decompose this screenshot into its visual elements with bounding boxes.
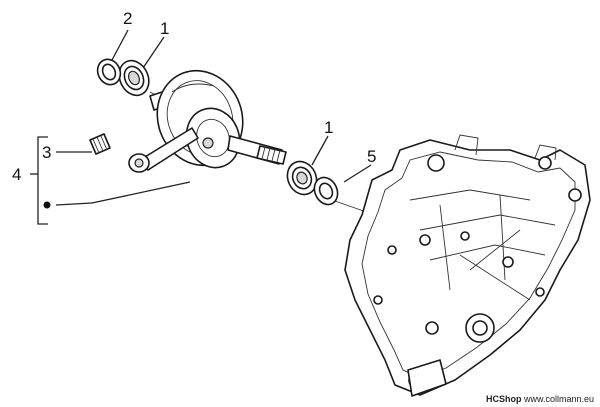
oil-seal-middle [313,176,339,206]
callout-1-top: 1 [160,19,170,38]
footer-brand: HCShop [485,394,522,404]
callout-5: 5 [367,147,377,166]
needle-bearing [89,133,111,155]
callout-4: 4 [12,165,22,184]
crankcase-half [344,134,591,397]
callout-2: 2 [123,9,133,28]
footer-site: www.collmann.eu [523,394,594,404]
bearing-middle [286,160,318,196]
callout-1-middle: 1 [324,118,334,137]
bearing-top [118,59,150,97]
footer-credit: HCShop www.collmann.eu [486,394,594,404]
callout-3: 3 [42,143,52,162]
crankshaft [128,69,287,173]
piston-pin-dot [43,201,51,209]
oil-seal-top [96,58,122,86]
